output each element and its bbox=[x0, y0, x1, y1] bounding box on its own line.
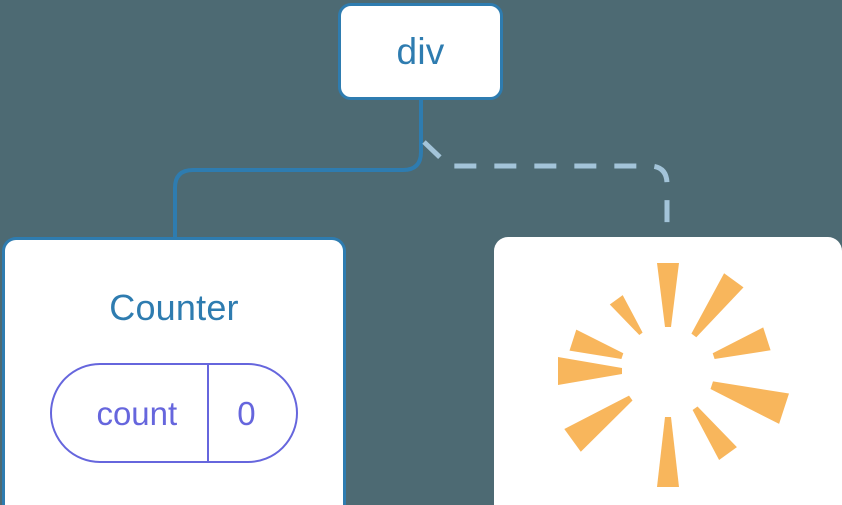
node-div-label: div bbox=[396, 31, 445, 72]
node-sparkle[interactable] bbox=[494, 237, 842, 505]
state-pill-count[interactable]: count 0 bbox=[50, 363, 298, 463]
sparkle-ray-2 bbox=[691, 273, 744, 338]
edge-root-to-counter bbox=[173, 98, 423, 242]
sparkle-ray-4 bbox=[712, 327, 771, 359]
sparkle-ray-0 bbox=[657, 263, 679, 327]
edge-root-to-sparkle bbox=[422, 140, 670, 240]
sparkle-burst-icon bbox=[558, 263, 789, 487]
sparkle-ray-9 bbox=[657, 417, 679, 487]
node-div[interactable]: div bbox=[338, 3, 503, 100]
state-key-label: count bbox=[96, 394, 178, 432]
sparkle-ray-6 bbox=[710, 381, 789, 424]
node-counter[interactable]: Counter count 0 bbox=[2, 237, 346, 505]
state-value-label: 0 bbox=[207, 365, 295, 461]
sparkle-ray-3 bbox=[569, 329, 624, 359]
sparkle-ray-7 bbox=[564, 395, 633, 452]
node-counter-label: Counter bbox=[109, 287, 239, 328]
sparkle-ray-1 bbox=[609, 295, 643, 335]
sparkle-ray-8 bbox=[692, 406, 737, 460]
sparkle-ray-5 bbox=[558, 357, 622, 385]
